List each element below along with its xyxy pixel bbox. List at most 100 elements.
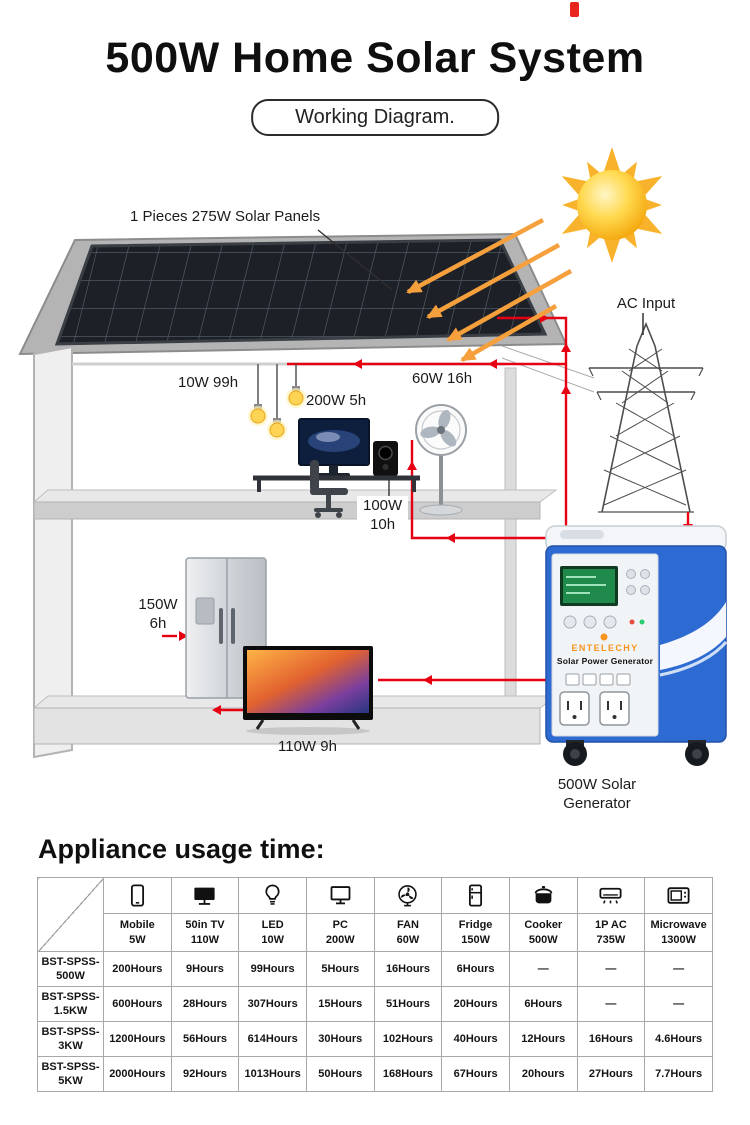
led-icon bbox=[265, 884, 280, 905]
tv-illustration bbox=[243, 646, 373, 735]
generator-caption: 500W Solar Generator bbox=[535, 776, 659, 814]
usage-value-cell: 27Hours bbox=[576, 1056, 646, 1092]
usage-row: BST-SPSS-1.5KW 600Hours 28Hours 307Hours… bbox=[37, 986, 713, 1022]
usage-value-cell: 15Hours bbox=[305, 986, 375, 1022]
speaker-usage-label: 100W 10h bbox=[357, 496, 409, 536]
usage-value-cell: 16Hours bbox=[373, 951, 443, 987]
working-diagram-badge: Working Diagram. bbox=[251, 99, 499, 136]
icon-cell bbox=[576, 877, 646, 914]
transmission-tower-illustration bbox=[501, 313, 704, 513]
page-title: 500W Home Solar System bbox=[105, 34, 645, 82]
usage-value-cell: 28Hours bbox=[170, 986, 240, 1022]
solar-panel-illustration bbox=[18, 229, 568, 356]
usage-value-cell: 92Hours bbox=[170, 1056, 240, 1092]
usage-value-cell: — bbox=[508, 951, 578, 987]
usage-value-cell: 20hours bbox=[508, 1056, 578, 1092]
fan-usage-label: 60W 16h bbox=[412, 370, 473, 387]
usage-value-cell: 4.6Hours bbox=[644, 1021, 713, 1057]
usage-value-cell: 12Hours bbox=[508, 1021, 578, 1057]
working-diagram: 1 Pieces 275W Solar Panels AC Input 10W … bbox=[0, 140, 750, 840]
fridge-icon bbox=[469, 884, 483, 907]
model-cell: BST-SPSS-5KW bbox=[37, 1056, 104, 1092]
icon-cell bbox=[103, 877, 172, 914]
sunlight-arrows bbox=[406, 218, 573, 362]
usage-heading: Appliance usage time: bbox=[38, 834, 325, 864]
usage-value-cell: 6Hours bbox=[508, 986, 578, 1022]
usage-row: BST-SPSS-5KW 2000Hours 92Hours 1013Hours… bbox=[37, 1056, 713, 1092]
usage-value-cell: — bbox=[644, 951, 713, 987]
fridge-usage-label: 150W 6h bbox=[132, 596, 184, 634]
microwave-icon bbox=[667, 887, 690, 904]
solar-panel-label: 1 Pieces 275W Solar Panels bbox=[130, 208, 321, 225]
generator-caption-line2: Generator bbox=[563, 794, 631, 812]
usage-value-cell: 16Hours bbox=[576, 1021, 646, 1057]
usage-value-cell: — bbox=[576, 986, 646, 1022]
decorative-mark bbox=[570, 2, 579, 17]
usage-value-cell: 40Hours bbox=[441, 1021, 510, 1057]
icon-cell bbox=[170, 877, 240, 914]
model-cell: BST-SPSS-500W bbox=[37, 951, 104, 987]
fridge-usage-line1: 150W bbox=[138, 596, 178, 613]
usage-value-cell: 99Hours bbox=[238, 951, 307, 987]
tv-icon bbox=[194, 887, 216, 905]
usage-value-cell: 30Hours bbox=[305, 1021, 375, 1057]
fan-icon bbox=[398, 885, 418, 907]
icon-cell bbox=[441, 877, 510, 914]
model-cell: BST-SPSS-1.5KW bbox=[37, 986, 104, 1022]
usage-value-cell: 168Hours bbox=[373, 1056, 443, 1092]
usage-value-cell: — bbox=[576, 951, 646, 987]
usage-value-cell: 56Hours bbox=[170, 1021, 240, 1057]
icon-header-row bbox=[37, 877, 713, 952]
generator-brand-label: ENTELECHY bbox=[571, 643, 639, 653]
usage-value-cell: 51Hours bbox=[373, 986, 443, 1022]
usage-value-cell: 9Hours bbox=[170, 951, 240, 987]
speaker-usage-line1: 100W bbox=[363, 497, 403, 514]
icon-cell bbox=[305, 877, 375, 914]
monitor-usage-label: 200W 5h bbox=[306, 392, 367, 409]
icon-cell bbox=[508, 877, 578, 914]
solar-generator-illustration bbox=[545, 525, 728, 766]
usage-value-cell: 600Hours bbox=[103, 986, 172, 1022]
speaker-usage-line2: 10h bbox=[370, 515, 396, 533]
usage-value-cell: 102Hours bbox=[373, 1021, 443, 1057]
icon-cell bbox=[238, 877, 307, 914]
usage-value-cell: 20Hours bbox=[441, 986, 510, 1022]
icon-cell bbox=[373, 877, 443, 914]
icon-cell bbox=[644, 877, 713, 914]
usage-value-cell: 307Hours bbox=[238, 986, 307, 1022]
usage-value-cell: 50Hours bbox=[305, 1056, 375, 1092]
usage-value-cell: 2000Hours bbox=[103, 1056, 172, 1092]
usage-row: BST-SPSS-500W 200Hours 9Hours 99Hours 5H… bbox=[37, 951, 713, 987]
usage-value-cell: 6Hours bbox=[441, 951, 510, 987]
model-cell: BST-SPSS-3KW bbox=[37, 1021, 104, 1057]
usage-value-cell: 7.7Hours bbox=[644, 1056, 713, 1092]
tv-usage-label: 110W 9h bbox=[278, 738, 337, 755]
generator-caption-line1: 500W Solar bbox=[557, 776, 637, 793]
diagram-artwork bbox=[18, 147, 728, 766]
usage-value-cell: 67Hours bbox=[441, 1056, 510, 1092]
mobile-icon bbox=[130, 884, 144, 907]
cooker-icon bbox=[534, 885, 553, 904]
usage-value-cell: 1200Hours bbox=[103, 1021, 172, 1057]
usage-value-cell: — bbox=[644, 986, 713, 1022]
light-usage-label: 10W 99h bbox=[178, 374, 239, 391]
usage-row: BST-SPSS-3KW 1200Hours 56Hours 614Hours … bbox=[37, 1021, 713, 1057]
pc-icon bbox=[330, 886, 351, 905]
ac-icon bbox=[599, 887, 622, 904]
fan-illustration bbox=[415, 404, 467, 516]
desk-setup-illustration bbox=[253, 418, 420, 518]
sun-icon bbox=[561, 147, 663, 263]
usage-value-cell: 1013Hours bbox=[238, 1056, 307, 1092]
usage-value-cell: 5Hours bbox=[305, 951, 375, 987]
ceiling-lights-illustration bbox=[248, 364, 306, 440]
